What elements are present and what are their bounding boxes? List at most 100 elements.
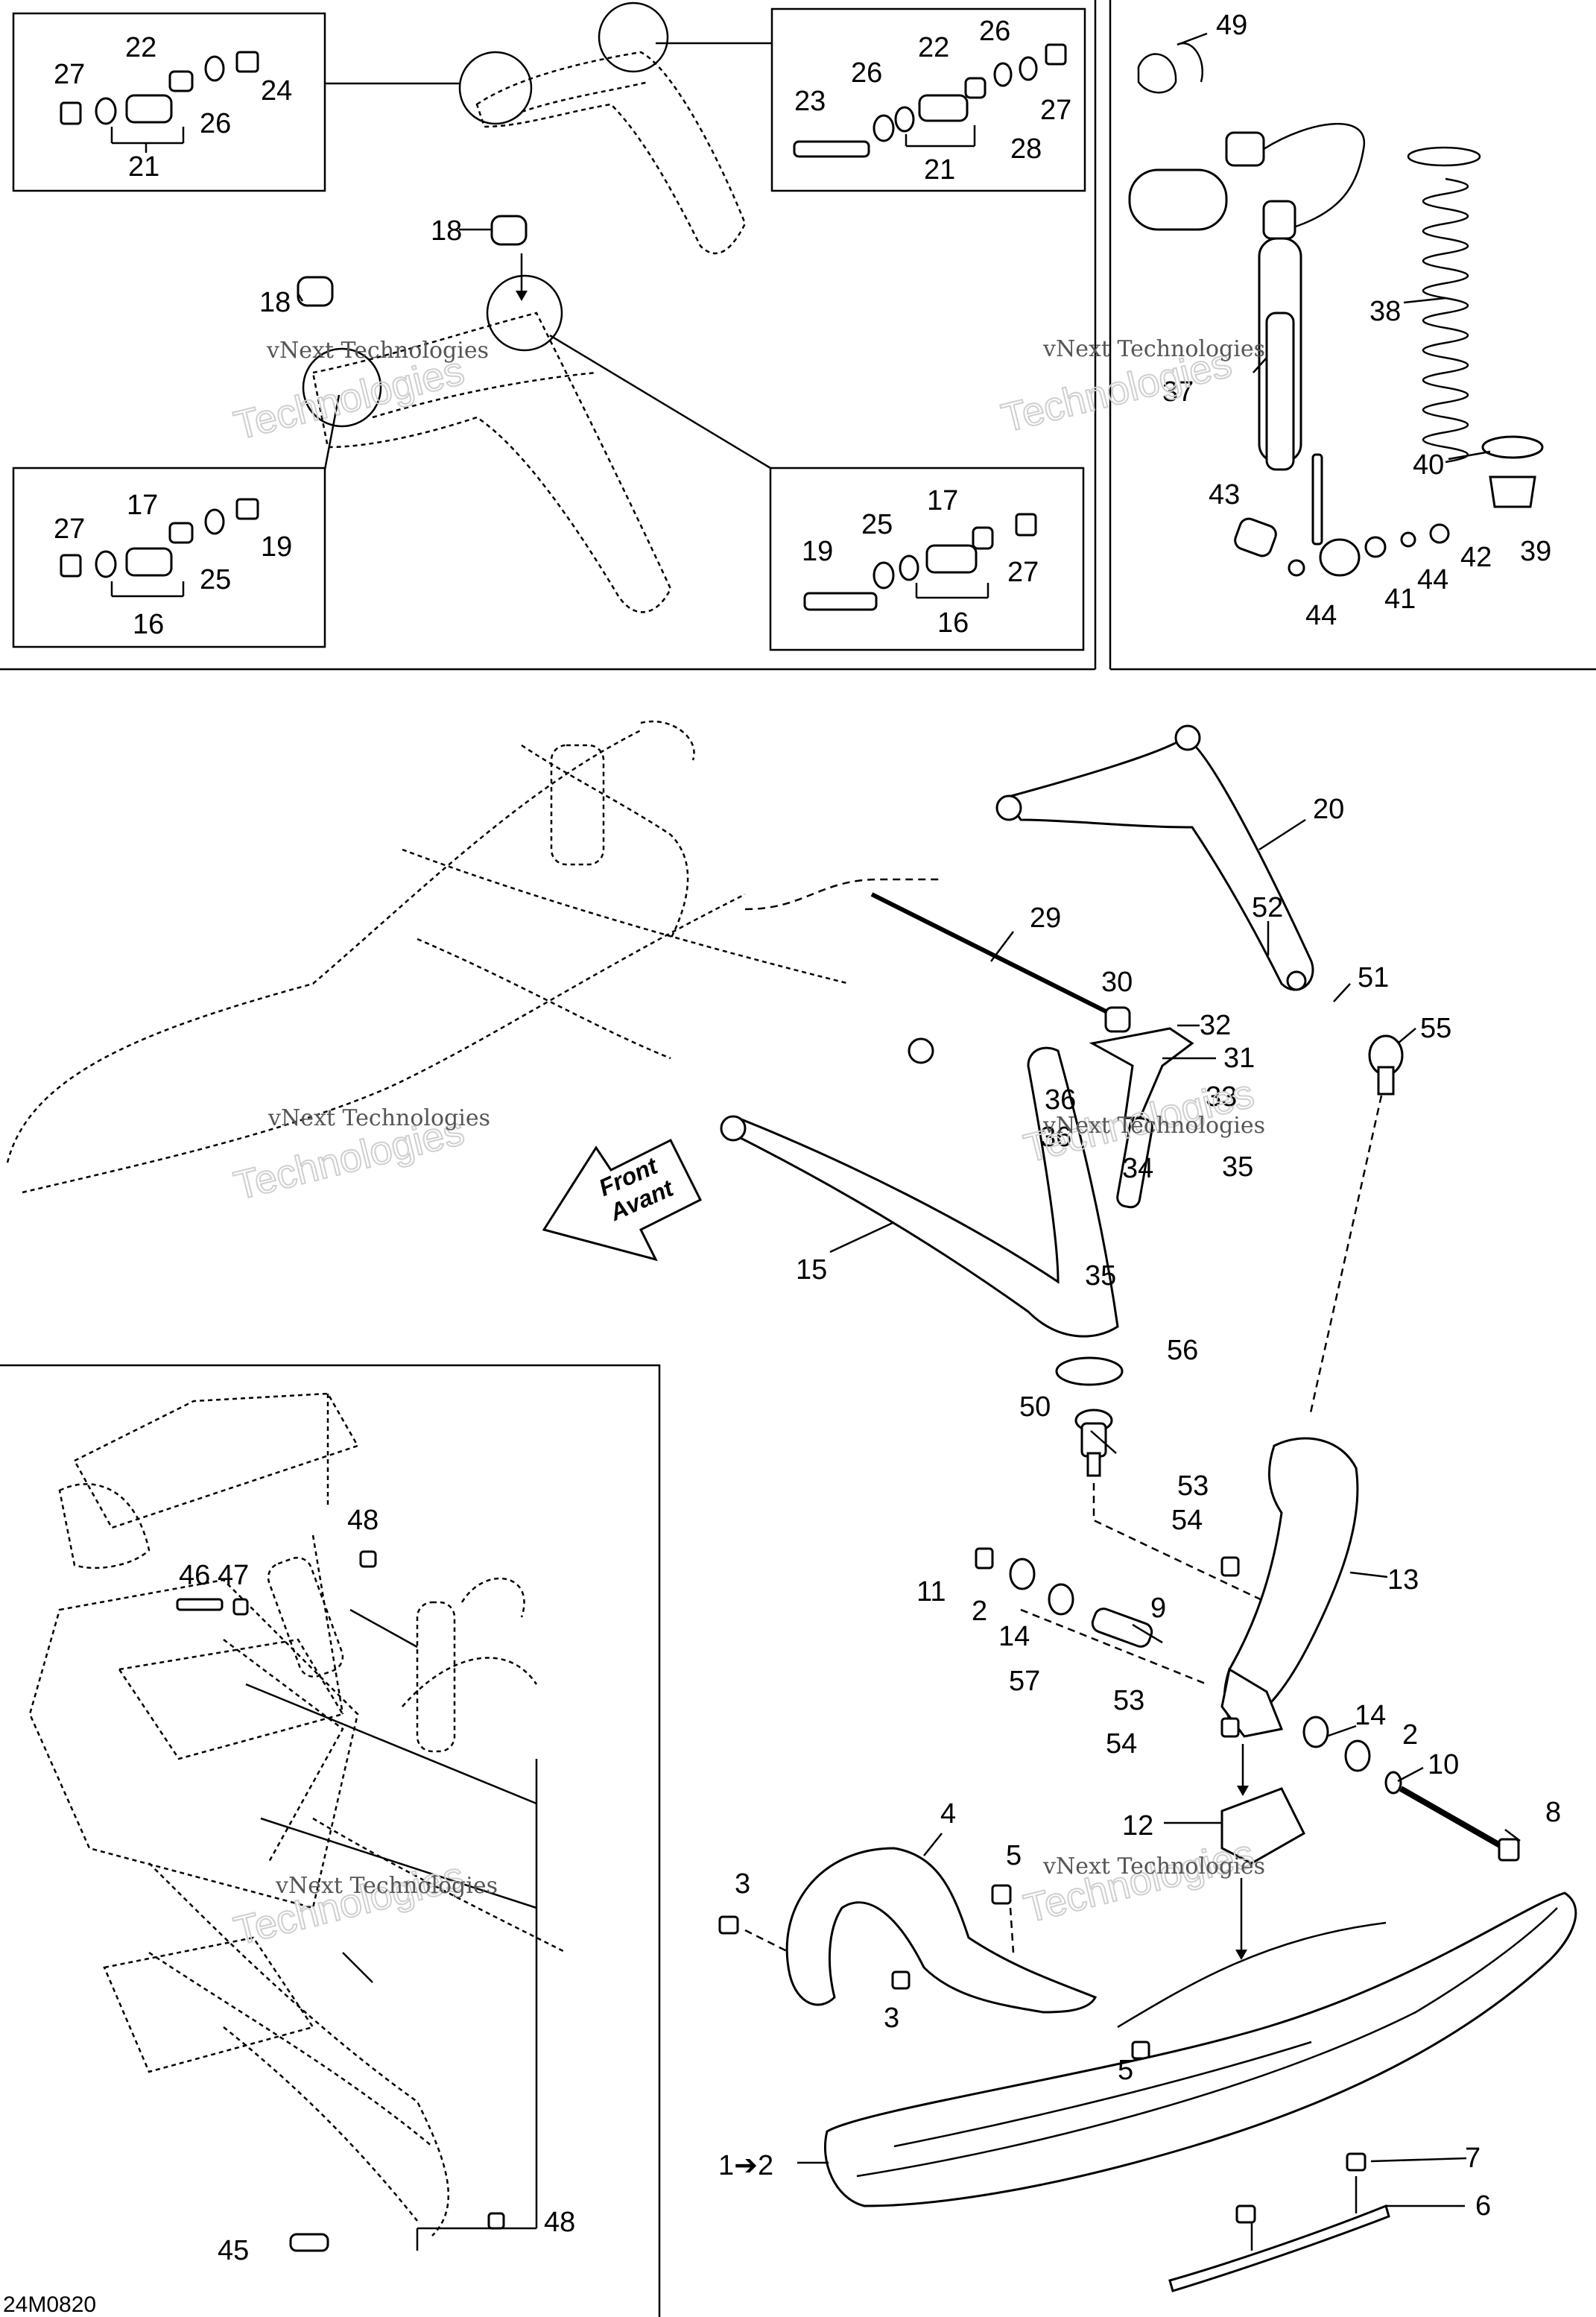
ski-spindle-13 [1220,1437,1359,1738]
detail-box-top-left [12,12,326,192]
callout-22b: 22 [918,32,949,63]
watermark-2: vNext Technologies [1042,336,1265,362]
callout-3: 3 [735,1868,750,1900]
callout-labels: 27 22 24 26 21 26 22 26 23 27 28 21 18 1… [54,10,1561,2266]
bushing-18 [297,215,528,307]
leader-lines [297,32,1521,2207]
callout-5: 5 [1006,1840,1022,1871]
callout-53: 53 [1177,1470,1209,1502]
callout-12: 12 [1122,1810,1153,1842]
callout-11: 11 [916,1576,946,1608]
callout-19b: 19 [802,536,833,567]
callout-27d: 27 [1007,557,1039,588]
callout-53b: 53 [1113,1685,1144,1716]
callout-18b: 18 [259,287,291,318]
lower-a-arm-15 [720,1037,1124,1386]
callout-36: 36 [1045,1084,1076,1116]
watermark-outline-5: Technologies [229,1853,468,1953]
reference-code: 24M0820 [3,2292,96,2317]
callout-25b: 25 [861,509,893,540]
ball-joint-50 [1074,1409,1113,1477]
watermark-outline-6: Technologies [1019,1831,1258,1931]
callout-19: 19 [261,531,292,563]
chassis-ghost-left [6,720,939,1194]
callout-44: 44 [1417,564,1448,595]
callout-40: 40 [1413,449,1444,481]
callout-52: 52 [1252,892,1283,923]
callout-26: 26 [200,108,231,139]
ski-1 [823,1878,1577,2207]
shock-absorber-37 [1128,122,1366,577]
callout-21b: 21 [924,154,955,186]
shock-hardware [1234,517,1450,577]
callout-31: 31 [1223,1043,1255,1074]
callout-22: 22 [125,32,156,63]
callout-35: 35 [1222,1151,1253,1183]
callout-43: 43 [1209,479,1240,511]
callout-48: 48 [347,1505,379,1536]
lower-a-arm-ghost [311,312,672,613]
callout-25: 25 [200,564,231,595]
callout-55: 55 [1420,1013,1451,1044]
callout-17: 17 [127,490,158,521]
callout-26c: 26 [851,57,882,89]
watermark-1: vNext Technologies [266,338,489,364]
callout-41: 41 [1384,584,1416,615]
stabilizer-bracket-31 [1089,1027,1194,1209]
callout-13: 13 [1387,1564,1419,1596]
callout-47: 47 [218,1560,249,1591]
callout-26b: 26 [979,16,1010,47]
callout-17b: 17 [927,485,958,516]
spring-38 [1407,146,1544,508]
detail-box-mid-left [12,467,326,648]
callout-14: 14 [998,1621,1030,1652]
callout-7: 7 [1465,2143,1481,2174]
callout-2: 2 [972,1596,987,1627]
callout-27: 27 [54,59,85,90]
callout-54b: 54 [1106,1728,1137,1760]
callout-48b: 48 [544,2207,575,2238]
callout-37: 37 [1162,376,1194,408]
stabilizer-rod-29 [870,892,1131,1033]
callout-34: 34 [1122,1153,1153,1184]
callout-45: 45 [218,2235,249,2266]
callout-57: 57 [1009,1666,1040,1697]
callout-29: 29 [1030,903,1061,934]
callout-35b: 35 [1085,1260,1116,1292]
callout-15: 15 [796,1254,827,1286]
callout-14b: 14 [1355,1700,1386,1731]
callout-18: 18 [431,215,462,247]
callout-24: 24 [261,75,292,107]
callout-42: 42 [1460,542,1492,573]
callout-8: 8 [1545,1797,1561,1828]
callout-5b: 5 [1118,2055,1133,2086]
callout-30: 30 [1101,967,1133,998]
assembly-lines [1020,1095,1383,1686]
callout-36b: 36 [1040,1122,1071,1153]
upper-a-arm-20 [995,724,1314,991]
callout-6: 6 [1475,2190,1491,2222]
callout-16: 16 [133,609,164,640]
callout-23: 23 [794,86,826,117]
watermark-4: vNext Technologies [1042,1113,1265,1139]
detail-connectors [302,1,772,470]
callout-50: 50 [1019,1391,1051,1423]
callout-33: 33 [1206,1081,1237,1113]
callout-44b: 44 [1305,600,1337,631]
callout-32: 32 [1200,1010,1231,1041]
callout-39: 39 [1520,536,1551,567]
ball-joint-55 [1368,1034,1404,1096]
ski-hardware-row [975,1547,1520,1862]
detail-box-mid-right [769,467,1085,651]
ski-stopper-12 [1220,1744,1305,1865]
callout-2b: 2 [1402,1719,1418,1751]
callout-49: 49 [1216,10,1247,41]
front-direction-arrow [542,1138,703,1262]
callout-4: 4 [940,1798,956,1830]
callout-10: 10 [1428,1749,1459,1780]
detail-box-top-right [770,7,1086,192]
watermark-6: vNext Technologies [1042,1853,1265,1880]
callout-38: 38 [1369,296,1401,327]
